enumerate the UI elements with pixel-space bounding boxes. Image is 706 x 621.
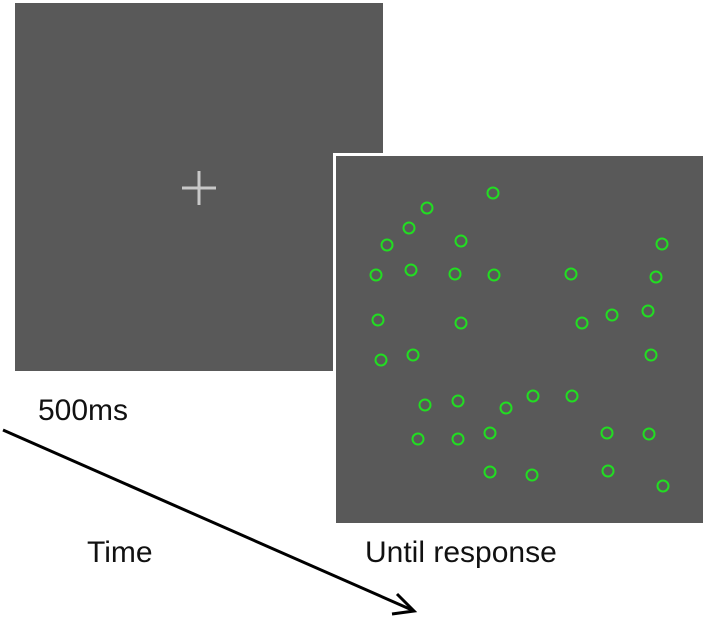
circle-icon: [575, 316, 589, 330]
circle-icon: [411, 432, 425, 446]
fixation-cross-icon: [182, 171, 216, 205]
circle-icon: [454, 234, 468, 248]
timeline-arrow-head: [391, 592, 418, 616]
circle-icon: [406, 348, 420, 362]
circle-icon: [644, 348, 658, 362]
circle-icon: [487, 268, 501, 282]
circle-icon: [499, 401, 513, 415]
circle-icon: [454, 316, 468, 330]
circle-icon: [369, 268, 383, 282]
circle-icon: [486, 186, 500, 200]
circle-icon: [656, 479, 670, 493]
circle-icon: [642, 427, 656, 441]
circle-icon: [565, 389, 579, 403]
circle-icon: [404, 263, 418, 277]
circle-icon: [451, 432, 465, 446]
circle-icon: [420, 201, 434, 215]
circle-icon: [526, 389, 540, 403]
circle-icon: [448, 267, 462, 281]
circle-icon: [601, 464, 615, 478]
stimulus-dot-array: [369, 186, 670, 493]
fixation-screen: [15, 3, 383, 371]
time-axis-label: Time: [87, 536, 153, 569]
circle-icon: [451, 394, 465, 408]
circle-icon: [374, 353, 388, 367]
circle-icon: [380, 238, 394, 252]
stimulus-duration-label: Until response: [365, 536, 557, 569]
stimulus-screen: [333, 153, 706, 526]
fixation-duration-label: 500ms: [38, 394, 129, 427]
circle-icon: [402, 221, 416, 235]
circle-icon: [600, 426, 614, 440]
circle-icon: [655, 237, 669, 251]
circle-icon: [649, 270, 663, 284]
circle-icon: [483, 426, 497, 440]
circle-icon: [418, 398, 432, 412]
circle-icon: [483, 465, 497, 479]
circle-icon: [564, 267, 578, 281]
circle-icon: [605, 308, 619, 322]
circle-icon: [371, 313, 385, 327]
circle-icon: [525, 468, 539, 482]
circle-icon: [641, 304, 655, 318]
